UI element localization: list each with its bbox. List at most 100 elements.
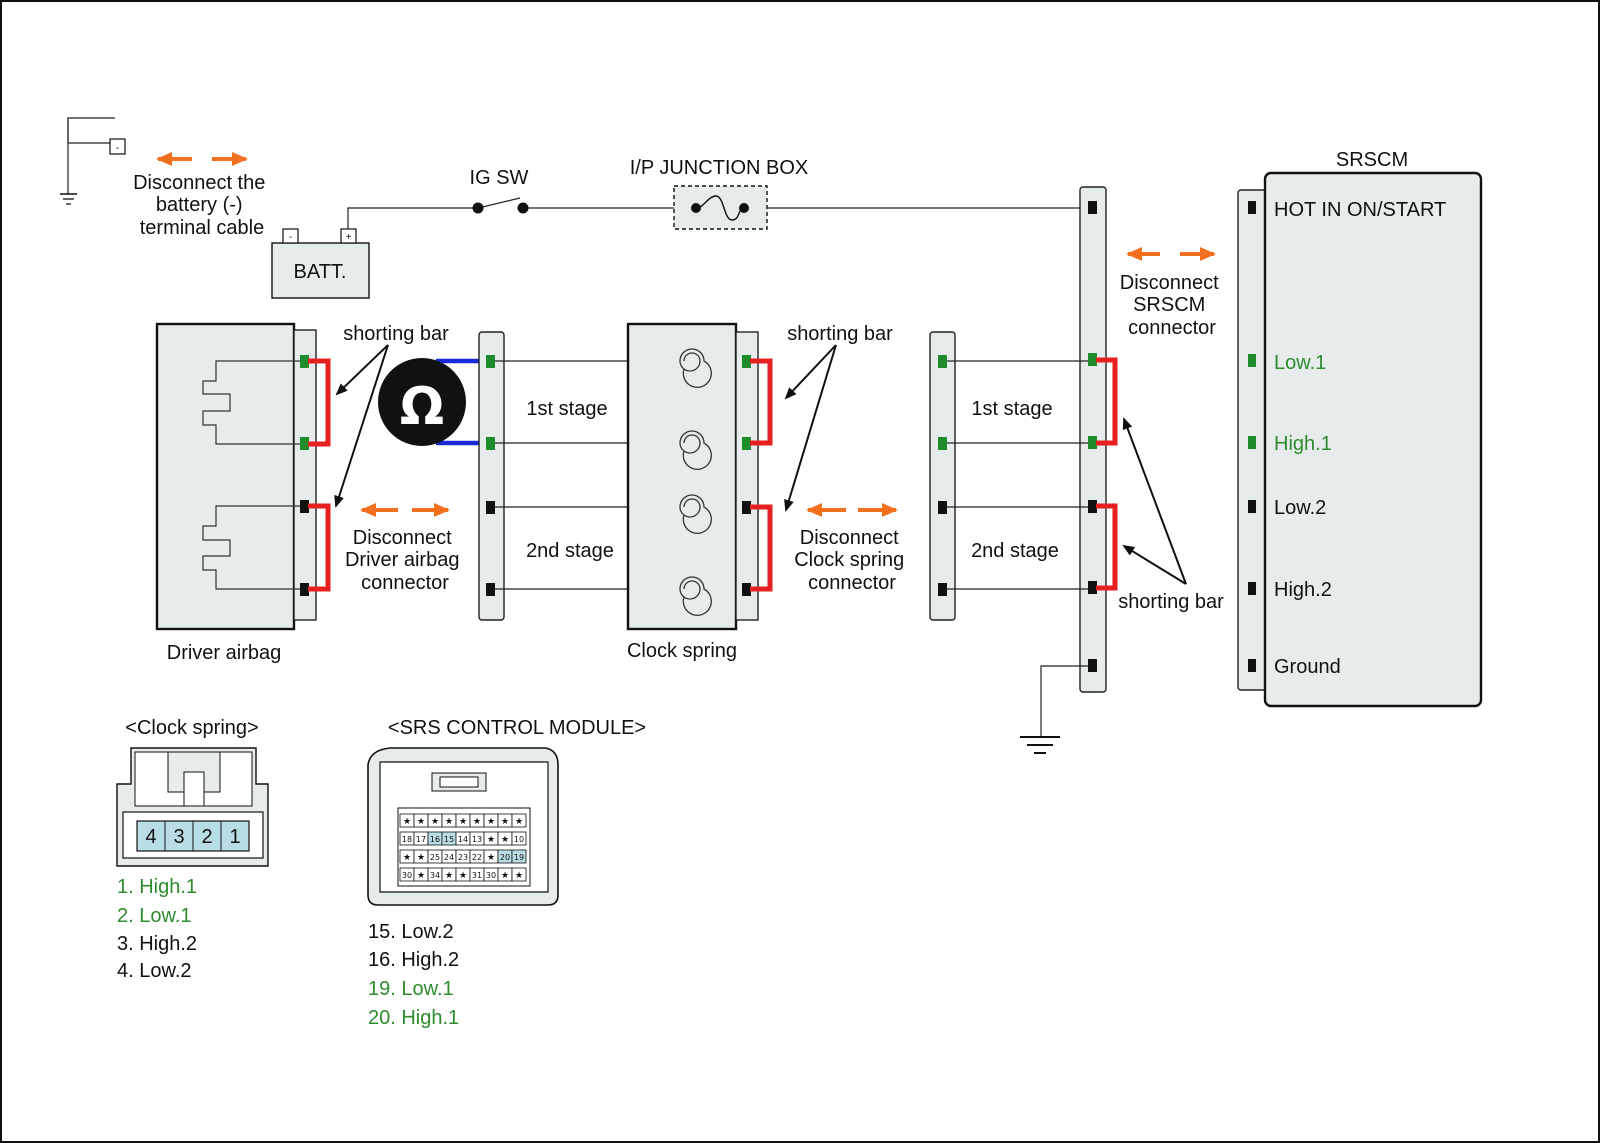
srs-pin-cell xyxy=(511,849,527,864)
srscm-terminal-low2: Low.2 xyxy=(1274,497,1326,519)
srscm-ground xyxy=(1020,665,1088,754)
ignition-switch xyxy=(472,202,529,214)
clock-pin-4: 4 xyxy=(145,826,156,848)
clock-pin-1: 1 xyxy=(229,826,240,848)
srs-pin-cell xyxy=(511,813,527,828)
srs-pin-label: ★ xyxy=(459,817,467,827)
stage2-label-right: 2nd stage xyxy=(971,540,1059,562)
power-wire xyxy=(347,207,478,229)
srs-pin-label: 30 xyxy=(486,871,496,880)
driver-airbag-connector xyxy=(293,329,317,621)
srs-pin-label: ★ xyxy=(515,871,523,881)
clock-spring-legend: 1. High.1 2. Low.1 3. High.2 4. Low.2 xyxy=(117,876,197,982)
driver-airbag-module xyxy=(155,322,296,631)
srs-pin-label: ★ xyxy=(417,871,425,881)
clock-spring-connector-face: 4 3 2 1 xyxy=(116,747,269,867)
shorting-bar-clock-2 xyxy=(750,504,773,592)
srscm-title: SRSCM xyxy=(1336,149,1408,171)
shorting-bar-label-airbag: shorting bar xyxy=(343,323,449,345)
ohmmeter: Ω xyxy=(378,358,491,446)
srs-pin-label: ★ xyxy=(431,817,439,827)
shorting-bar-airbag-1 xyxy=(308,358,331,447)
srs-pin-label: 25 xyxy=(430,853,440,862)
stage1-label-right: 1st stage xyxy=(971,398,1052,420)
ohm-symbol: Ω xyxy=(400,377,444,437)
disconnect-srscm-label: Disconnect SRSCM connector xyxy=(1120,272,1225,339)
srs-module-legend: 15. Low.2 16. High.2 19. Low.1 20. High.… xyxy=(368,921,459,1029)
clock-legend-3: 3. High.2 xyxy=(117,933,197,955)
battery-neg-terminal xyxy=(282,228,299,244)
srscm-terminal-ground: Ground xyxy=(1274,656,1341,678)
srs-legend-19: 19. Low.1 xyxy=(368,978,454,1000)
shorting-bar-clock-1 xyxy=(750,358,773,446)
clock-spring-connector-title: <Clock spring> xyxy=(125,717,258,739)
srscm-terminal-hot: HOT IN ON/START xyxy=(1274,199,1446,221)
battery: - + BATT. xyxy=(271,228,370,299)
clock-spring-module xyxy=(626,322,738,631)
clock-legend-4: 4. Low.2 xyxy=(117,960,192,982)
clock-legend-2: 2. Low.1 xyxy=(117,905,192,927)
stage1-label-left: 1st stage xyxy=(526,398,607,420)
srscm-terminal-high2: High.2 xyxy=(1274,579,1332,601)
srs-pin-label: ★ xyxy=(403,853,411,863)
shorting-bar-airbag-2 xyxy=(308,503,331,592)
battery-pos-symbol: + xyxy=(346,232,352,243)
srs-pin-label: ★ xyxy=(445,817,453,827)
shorting-bar-srscm-1 xyxy=(1096,357,1118,446)
srs-legend-15: 15. Low.2 xyxy=(368,921,454,943)
srs-legend-16: 16. High.2 xyxy=(368,949,459,971)
srs-pin-label: 15 xyxy=(444,835,454,844)
srs-pin-label: 17 xyxy=(416,835,426,844)
srs-pin-label: ★ xyxy=(445,871,453,881)
srs-pin-label: ★ xyxy=(501,817,509,827)
disconnect-battery-label: Disconnect the battery (-) terminal cabl… xyxy=(133,172,271,239)
shorting-bar-label-clock: shorting bar xyxy=(787,323,893,345)
clock-spring-harness-left xyxy=(478,331,505,621)
clock-legend-1: 1. High.1 xyxy=(117,876,197,898)
srs-pin-label: 23 xyxy=(458,853,468,862)
ignition-label: IG SW xyxy=(470,167,529,189)
clock-spring-harness-right xyxy=(929,331,956,621)
srs-pin-label: 24 xyxy=(444,853,454,862)
srscm-terminal-list: HOT IN ON/START Low.1 High.1 Low.2 High.… xyxy=(1274,199,1446,678)
srs-pin-label: ★ xyxy=(473,817,481,827)
disconnect-clock-label: Disconnect Clock spring connector xyxy=(794,527,910,594)
srs-pin-label: ★ xyxy=(487,835,495,845)
srs-pin-label: ★ xyxy=(403,817,411,827)
srs-pin-label: ★ xyxy=(487,853,495,863)
srs-pin-label: ★ xyxy=(501,871,509,881)
battery-neg-symbol: - xyxy=(289,232,292,243)
clock-pin-2: 2 xyxy=(201,826,212,848)
srs-pin-label: ★ xyxy=(515,817,523,827)
srs-pin-label: 10 xyxy=(514,835,524,844)
clock-spring-connector xyxy=(735,331,759,621)
srscm-module xyxy=(1263,171,1483,708)
driver-airbag-label: Driver airbag xyxy=(167,642,281,664)
junction-box-fuse xyxy=(673,185,768,230)
ohmmeter-icon xyxy=(378,358,466,446)
srs-pin-cell xyxy=(511,867,527,882)
srs-pin-label: 31 xyxy=(472,871,482,880)
srs-pin-label: 22 xyxy=(472,853,482,862)
clock-spring-coils xyxy=(679,348,712,616)
driver-airbag-internal xyxy=(202,360,305,590)
ground-neg-terminal xyxy=(109,138,126,155)
srscm-terminal-low1: Low.1 xyxy=(1274,352,1326,374)
battery-label: BATT. xyxy=(294,261,347,283)
srs-module-connector-title: <SRS CONTROL MODULE> xyxy=(388,717,646,739)
srs-pin-label: ★ xyxy=(487,817,495,827)
srs-pin-cell xyxy=(511,831,527,846)
shorting-bar-label-srscm: shorting bar xyxy=(1118,591,1224,613)
srs-pin-label: ★ xyxy=(459,871,467,881)
srs-pin-label: 30 xyxy=(402,871,412,880)
shorting-bar-srscm-2 xyxy=(1096,503,1118,591)
srscm-terminal-high1: High.1 xyxy=(1274,433,1332,455)
battery-ground: - xyxy=(60,117,126,205)
srs-pin-label: ★ xyxy=(417,817,425,827)
srs-pin-label: 18 xyxy=(402,835,412,844)
ground-neg-symbol: - xyxy=(116,143,119,154)
srs-pin-label: 14 xyxy=(458,835,468,844)
